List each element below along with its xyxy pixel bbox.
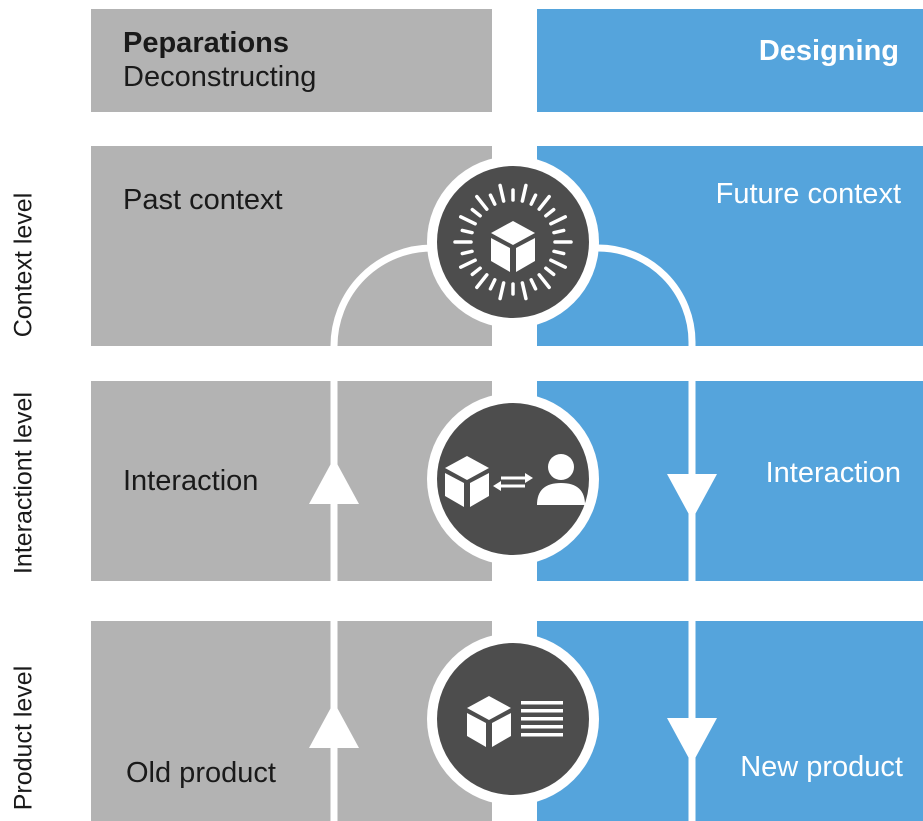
- product-left-label: Old product: [126, 757, 276, 789]
- ray-line: [549, 258, 568, 269]
- product-level-right-panel: [537, 621, 923, 821]
- ray-line: [488, 278, 497, 291]
- ray-line: [520, 183, 528, 203]
- left-column-title: Peparations: [123, 27, 289, 59]
- ray-line: [552, 249, 566, 256]
- context-left-label: Past context: [123, 184, 283, 216]
- ray-line: [475, 194, 489, 211]
- interaction-left-label: Interaction: [123, 465, 259, 497]
- ray-line: [470, 207, 482, 218]
- interaction-right-label: Interaction: [765, 457, 901, 489]
- ray-line: [537, 273, 551, 290]
- down-arrow-icon: [667, 474, 717, 520]
- context-level-label: Context level: [9, 192, 38, 338]
- product-level-left-panel: [91, 621, 492, 821]
- radiant-cube-icon: [427, 156, 599, 328]
- interaction-level-right-panel: [537, 381, 923, 581]
- ray-line: [529, 278, 538, 291]
- ray-line: [458, 215, 477, 226]
- down-arrow-icon: [667, 718, 717, 764]
- ray-line: [544, 266, 556, 277]
- ray-line: [537, 194, 551, 211]
- ray-line: [552, 228, 566, 235]
- document-lines-icon: [521, 701, 563, 737]
- person-icon: [537, 454, 585, 505]
- right-flow-line: [560, 244, 696, 821]
- ray-line: [520, 281, 528, 301]
- ray-line: [498, 281, 506, 301]
- ray-line: [549, 215, 568, 226]
- ray-line: [498, 183, 506, 203]
- ray-line: [458, 258, 477, 269]
- left-column-subtitle: Deconstructing: [123, 61, 317, 93]
- ray-line: [460, 228, 474, 235]
- ray-line: [529, 193, 538, 206]
- product-right-label: New product: [740, 751, 903, 783]
- right-column-title: Designing: [758, 35, 899, 67]
- context-right-label: Future context: [715, 178, 901, 210]
- ray-line: [544, 207, 556, 218]
- ray-line: [460, 249, 474, 256]
- cube-arrows-person-icon: [427, 393, 599, 565]
- interaction-level-left-panel: [91, 381, 492, 581]
- product-level-label: Product level: [9, 665, 38, 811]
- up-arrow-icon: [309, 458, 359, 504]
- up-arrow-icon: [309, 702, 359, 748]
- ray-line: [470, 266, 482, 277]
- cube-document-icon: [427, 633, 599, 805]
- right-column-header: [537, 9, 923, 112]
- interaction-level-label: Interactiont level: [9, 391, 38, 575]
- ray-line: [475, 273, 489, 290]
- left-column-header: [91, 9, 492, 112]
- ray-line: [488, 193, 497, 206]
- left-flow-line: [330, 244, 470, 821]
